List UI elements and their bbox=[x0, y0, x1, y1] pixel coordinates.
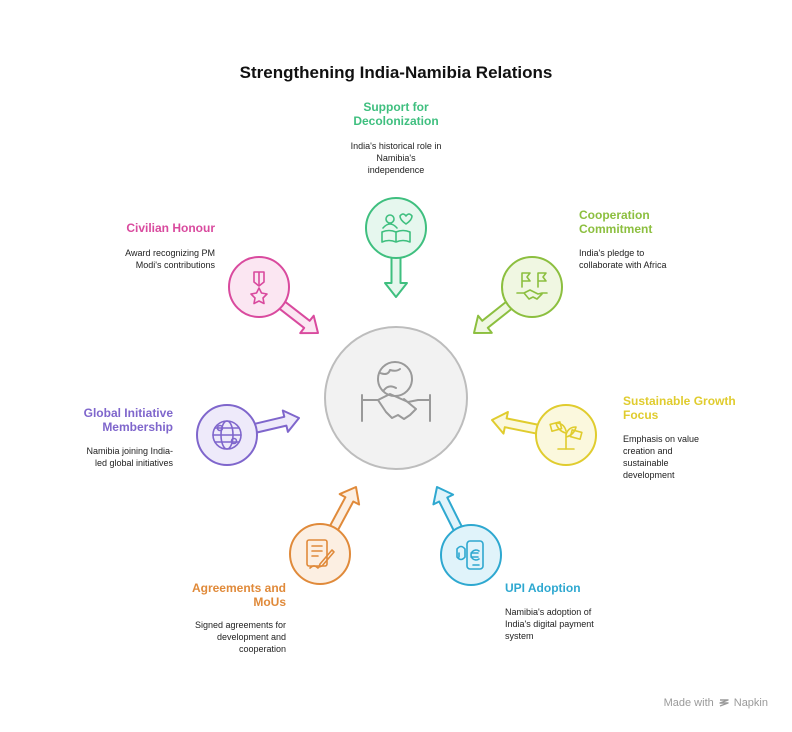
node-desc-cooperation: India's pledge to collaborate with Afric… bbox=[579, 248, 667, 270]
arrow-upi bbox=[432, 486, 464, 533]
phone-payment-icon bbox=[456, 540, 484, 570]
node-label-agreements: Agreements and MoUs bbox=[191, 581, 286, 609]
handshake-flags-icon bbox=[516, 272, 548, 300]
center-circle bbox=[324, 326, 468, 470]
arrow-global bbox=[252, 409, 300, 434]
medal-star-icon bbox=[250, 271, 268, 305]
money-plant-icon bbox=[549, 421, 583, 450]
node-label-decolonization: Support for Decolonization bbox=[353, 100, 439, 128]
handshake-globe-icon bbox=[361, 361, 431, 422]
made-with-text: Made with bbox=[663, 697, 714, 709]
footer-watermark: Made with Napkin bbox=[664, 697, 768, 709]
arrow-decolonization bbox=[384, 255, 408, 298]
node-circle-agreements bbox=[289, 523, 351, 585]
node-label-upi: UPI Adoption bbox=[505, 581, 581, 595]
node-desc-global: Namibia joining India- led global initia… bbox=[86, 446, 173, 468]
globe-network-icon bbox=[212, 420, 242, 450]
napkin-logo-icon bbox=[719, 699, 729, 707]
node-circle-honour bbox=[228, 256, 290, 318]
node-desc-honour: Award recognizing PM Modi's contribution… bbox=[125, 248, 215, 270]
person-heart-book-icon bbox=[381, 213, 413, 243]
node-desc-decolonization: India's historical role in Namibia's ind… bbox=[350, 141, 442, 175]
node-label-growth: Sustainable Growth Focus bbox=[623, 394, 736, 422]
arrow-cooperation bbox=[473, 299, 514, 334]
node-label-cooperation: Cooperation Commitment bbox=[579, 208, 653, 236]
node-label-honour: Civilian Honour bbox=[126, 221, 215, 235]
node-label-global: Global Initiative Membership bbox=[83, 406, 173, 434]
node-desc-growth: Emphasis on value creation and sustainab… bbox=[623, 434, 700, 480]
arrow-growth bbox=[491, 411, 541, 435]
document-sign-icon bbox=[306, 539, 335, 569]
arrow-agreements bbox=[328, 486, 361, 533]
napkin-brand: Napkin bbox=[733, 697, 768, 709]
arrow-honour bbox=[277, 299, 319, 335]
page-title: Strengthening India-Namibia Relations bbox=[239, 63, 553, 82]
node-circle-cooperation bbox=[501, 256, 563, 318]
node-desc-upi: Namibia's adoption of India's digital pa… bbox=[505, 607, 594, 641]
node-desc-agreements: Signed agreements for development and co… bbox=[194, 620, 286, 654]
